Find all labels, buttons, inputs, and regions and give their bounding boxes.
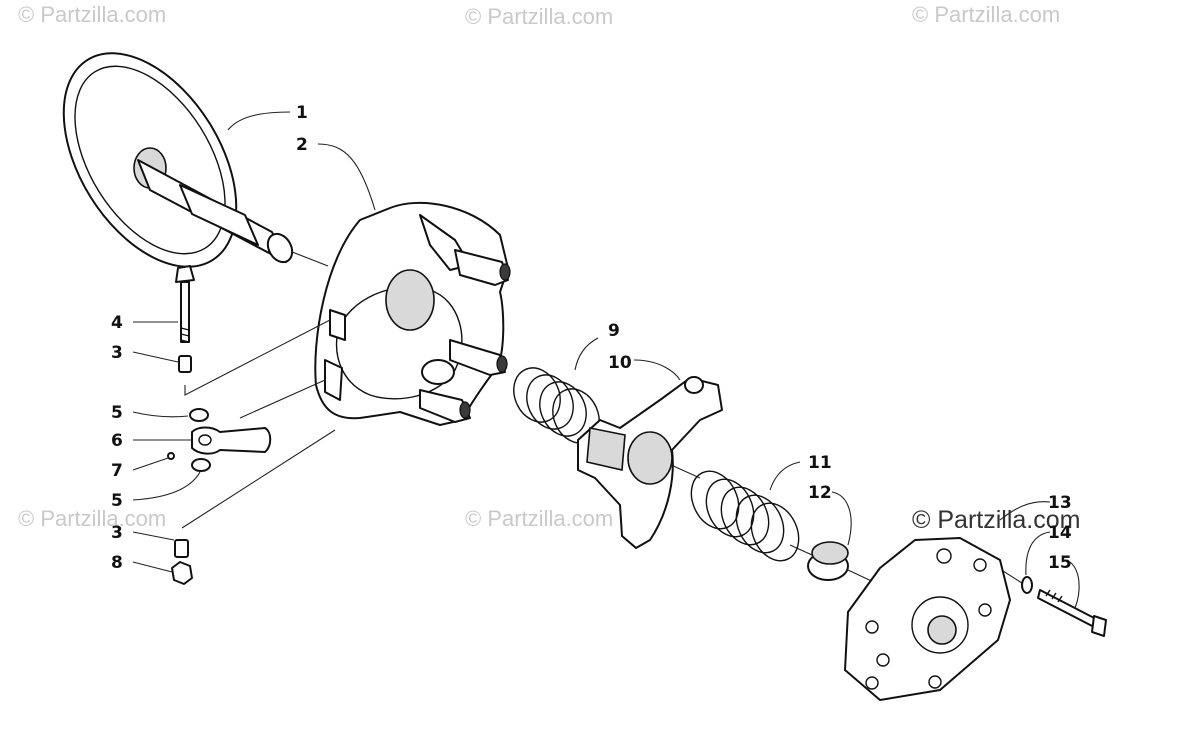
callout-12: 12 [808,483,832,503]
part-5-washer-upper [189,408,209,422]
callout-15: 15 [1048,553,1072,573]
leader-7 [132,457,169,471]
part-2-housing [314,201,511,426]
leader-3a-housing [184,319,331,396]
callout-11: 11 [808,453,832,473]
part-10-spider [577,376,723,549]
part-7-pin [167,452,175,460]
part-12-bushing [807,541,849,581]
callout-3: 3 [111,343,123,363]
callout-9: 9 [608,321,620,341]
leader-3b-housing [181,429,336,529]
part-3-bushing-upper [178,355,192,373]
callout-13: 13 [1048,493,1072,513]
watermark-top-right: © Partzilla.com [912,2,1060,27]
leader-12 [831,491,852,546]
callout-2: 2 [296,135,308,155]
part-4-bolt [175,265,195,343]
leader-3b [132,531,175,541]
callout-6: 6 [111,431,123,451]
leader-5b [132,471,201,501]
part-1-sheave [62,52,294,268]
leader-10 [633,359,681,381]
leader-1 [227,111,291,131]
watermark-top-left: © Partzilla.com [18,2,166,27]
part-13-cover [844,537,1011,701]
leader-5a [132,411,189,418]
watermark-top-center: © Partzilla.com [465,4,613,29]
leader-3a [132,351,179,363]
part-11-spring [690,470,800,562]
callout-14: 14 [1048,523,1072,543]
callout-1: 1 [296,103,308,123]
leader-13 [999,501,1051,521]
part-6-arm [191,426,272,455]
leader-8 [132,561,173,573]
callout-5b: 5 [111,491,123,511]
axis-line [789,544,813,556]
part-14-washer [1021,576,1033,594]
watermark-mid-center: © Partzilla.com [465,506,613,531]
part-5-washer-lower [191,458,211,472]
callout-7: 7 [111,461,123,481]
callout-3b: 3 [111,523,123,543]
leader-9 [574,337,599,371]
part-15-screw [1037,589,1107,637]
watermark-mid-left: © Partzilla.com [18,506,166,531]
callout-10: 10 [608,353,632,373]
leader-11 [769,461,801,491]
callout-4: 4 [111,313,123,333]
watermark-mid-right: © Partzilla.com [912,506,1080,534]
callout-5: 5 [111,403,123,423]
part-8-nut [171,561,193,585]
leader-15 [1069,561,1080,609]
callout-8: 8 [111,553,123,573]
leader-6-housing [239,379,326,419]
leader-14 [1025,531,1051,576]
part-3-bushing-lower [174,539,189,558]
leader-2 [317,143,376,211]
